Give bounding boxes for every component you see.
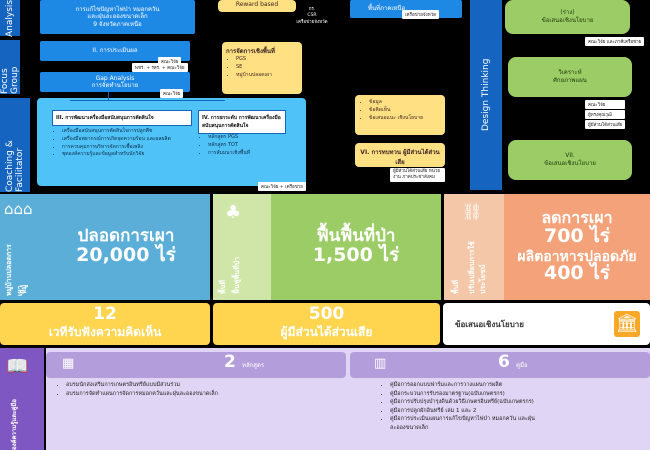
list-item: การสัมมนาเชิงพื้นที่ bbox=[208, 150, 298, 158]
gap-analysis-tag: คณะวิจัย bbox=[160, 89, 184, 98]
stakeholders-card: 500 ผู้มีส่วนได้ส่วนเสีย bbox=[213, 303, 440, 345]
list-item: หลักสูตร PGS bbox=[208, 134, 298, 142]
list-item: อบรมนักส่งเสริมการเกษตรอินทรีย์แบบมีส่วน… bbox=[66, 381, 346, 390]
support-title: III. การพัฒนาเครื่องมือสนับสนุนการตัดสิน… bbox=[52, 110, 192, 126]
village-icon: ⌂⌂⌂ bbox=[4, 200, 33, 218]
safe-value: 400 ไร่ bbox=[543, 262, 611, 285]
list-item: SE bbox=[236, 64, 298, 72]
institution-icon: 🏛 bbox=[614, 311, 640, 337]
no-burn-card: ปลอดการเผา 20,000 ไร่ bbox=[42, 194, 210, 300]
stakeholders-value: 500 bbox=[308, 303, 345, 324]
list-item: คู่มือการปรับปรุงบำรุงดินด้วยวิธีเกษตรอิ… bbox=[390, 398, 648, 407]
tools-title: IV. การยกระดับ การพัฒนาเครื่องมือสนับสนุ… bbox=[198, 110, 286, 134]
review-tag: ผู้มีส่วนได้ส่วนเสีย หน่วยงาน ภาคประชาสั… bbox=[390, 168, 445, 182]
courses-value: 2 bbox=[224, 352, 236, 372]
restore-side-panel: ♣ พื้นที่ ฟื้นฟูพื้นที่ป่า bbox=[213, 194, 271, 300]
list-item: เครื่องมือพยากรณ์การเกิดจุดความร้อน และผ… bbox=[62, 136, 197, 144]
final-policy-box: VII. ข้อเสนอเชิงนโยบาย bbox=[508, 140, 632, 180]
manuals-list: คู่มือการออกแบบฟาร์มและการวางแผนการผลิต … bbox=[380, 381, 648, 432]
list-item: หลักสูตร TOT bbox=[208, 142, 298, 150]
sidebar-coaching: Coaching & Facilitator bbox=[0, 98, 30, 192]
list-item: คู่มือกระบวนการรับรองมาตรฐาน(ฉบับเกษตรกร… bbox=[390, 390, 648, 399]
restore-side-label-2: ฟื้นฟูพื้นที่ป่า bbox=[233, 256, 241, 294]
analysis-potential-box: วิเคราะห์ ศักยภาพแผน bbox=[508, 57, 632, 97]
stakeholders-label: ผู้มีส่วนได้ส่วนเสีย bbox=[280, 325, 373, 340]
list-item: การควบคุมการบริหารจัดการเชื้อเพลิง bbox=[62, 144, 197, 152]
multi-agency-tag: พชร. + รสร. + คณะวิจัย bbox=[132, 63, 188, 72]
connector-line bbox=[108, 92, 109, 100]
no-burn-value: 20,000 ไร่ bbox=[76, 243, 176, 266]
restore-label: ฟื้นฟื้นที่ป่า bbox=[316, 226, 396, 247]
area-management-list: PGS SE หมู่บ้านปลอดเผา bbox=[226, 56, 298, 79]
list-item: ข้อเสนอแนะ เชิงนโยบาย bbox=[369, 115, 441, 123]
forum-label: เวทีรับฟังความคิดเห็น bbox=[48, 325, 162, 340]
courses-list: อบรมนักส่งเสริมการเกษตรอินทรีย์แบบมีส่วน… bbox=[56, 381, 346, 398]
restore-card: ฟื้นฟื้นที่ป่า 1,500 ไร่ bbox=[271, 194, 441, 300]
evaluation-box: II. การประเมินผล bbox=[40, 41, 190, 61]
safe-label: ผลิตอาหารปลอดภัย bbox=[517, 248, 637, 265]
analysis-tags: คณะวิจัย ผู้ทรงคุณวุฒิ ผู้มีส่วนได้ส่วนเ… bbox=[585, 100, 626, 129]
forum-card: 12 เวทีรับฟังความคิดเห็น bbox=[0, 303, 210, 345]
forum-value: 12 bbox=[93, 303, 117, 324]
data-box: ข้อมูล ข้อคิดเห็น ข้อเสนอแนะ เชิงนโยบาย bbox=[355, 95, 445, 135]
list-item: ข้อมูล bbox=[369, 99, 441, 107]
manuals-header: ▥ 6 คู่มือ bbox=[350, 352, 650, 378]
analysis-tag: ผู้ทรงคุณวุฒิ bbox=[585, 110, 626, 119]
village-side-panel: ⌂⌂⌂ หมู่บ้านปลอดการเผา หมู่ bbox=[0, 194, 42, 300]
manuals-value: 6 bbox=[498, 352, 510, 372]
sidebar-focus-group: Focus Group bbox=[0, 40, 20, 94]
csr-box: กร. CSR เครือข่ายจังหวัด bbox=[296, 7, 328, 25]
reward-box: Reward based bbox=[218, 0, 296, 12]
connector-line bbox=[70, 100, 225, 101]
draft-policy-tag: คณะวิจัย และภาคีเครือข่าย bbox=[585, 37, 645, 46]
policy-card: ข้อเสนอเชิงนโยบาย 🏛 bbox=[443, 303, 650, 345]
book-icon: 📖 bbox=[6, 356, 29, 377]
list-item: ข้อคิดเห็น bbox=[369, 107, 441, 115]
list-item: ชุดองค์ความรู้และข้อมูลสำหรับนักวิจัย bbox=[62, 151, 197, 159]
support-list: เครื่องมือสนับสนุนการตัดสินใจการปลูกพืช … bbox=[52, 128, 197, 159]
knowledge-side-label: องค์ความรู้และคู่มือ bbox=[11, 399, 18, 450]
reduce-side-label-2: ปรับเปลี่ยนการใช้ประโยชน์ bbox=[468, 241, 487, 294]
sidebar-analysis: Analysis bbox=[0, 0, 20, 37]
link-icon: ⛓ bbox=[462, 202, 483, 221]
books-icon: ▥ bbox=[374, 356, 387, 371]
gap-analysis-box: Gap Analysis การจัดทำนโยบาย bbox=[40, 72, 190, 92]
reduce-card: ลดการเผา 700 ไร่ ผลิตอาหารปลอดภัย 400 ไร… bbox=[504, 194, 650, 300]
review-box: VI. การทบทวน ผู้มีส่วนได้ส่วนเสีย bbox=[355, 143, 445, 167]
list-item: คู่มือการประเมินแผนการแก้ไขปัญหาไฟป่า หม… bbox=[390, 415, 648, 424]
list-item: คู่มือการออกแบบฟาร์มและการวางแผนการผลิต bbox=[390, 381, 648, 390]
reduce-side-panel: ⛓ พื้นที่ ปรับเปลี่ยนการใช้ประโยชน์ bbox=[444, 194, 504, 300]
courses-header: ▦ 2 หลักสูตร bbox=[46, 352, 346, 378]
tools-list: หลักสูตร PGS หลักสูตร TOT การสัมมนาเชิงพ… bbox=[198, 134, 298, 157]
restore-value: 1,500 ไร่ bbox=[312, 243, 400, 266]
courses-unit: หลักสูตร bbox=[242, 362, 265, 369]
analysis-tag: คณะวิจัย bbox=[585, 100, 626, 109]
problem-box: การแก้ไขปัญหาไฟป่า หมอกควัน และฝุ่นละออง… bbox=[40, 0, 195, 34]
presentation-icon: ▦ bbox=[62, 356, 75, 371]
list-item: อบรมการจัดทำแผนการจัดการหมอกควันและฝุ่นล… bbox=[66, 390, 346, 399]
tools-tag: คณะวิจัย + เครือข่าย bbox=[258, 182, 306, 191]
village-small-label: หมู่ bbox=[20, 284, 28, 294]
sidebar-design-thinking: Design Thinking bbox=[470, 0, 502, 190]
restore-side-label: พื้นที่ bbox=[219, 279, 227, 294]
no-burn-label: ปลอดการเผา bbox=[77, 226, 175, 247]
reduce-label: ลดการเผา bbox=[541, 207, 613, 227]
reduce-value: 700 ไร่ bbox=[543, 224, 611, 247]
evaluation-tag: คณะวิจัย bbox=[158, 57, 182, 66]
knowledge-side-panel: 📖 องค์ความรู้และคู่มือ bbox=[0, 348, 44, 450]
list-item: เครื่องมือสนับสนุนการตัดสินใจการปลูกพืช bbox=[62, 128, 197, 136]
list-item: ละอองขนาดเล็ก bbox=[390, 424, 429, 431]
list-item: PGS bbox=[236, 56, 298, 64]
draft-policy-box: (ร่าง) ข้อเสนอเชิงนโยบาย bbox=[505, 0, 630, 34]
policy-label: ข้อเสนอเชิงนโยบาย bbox=[455, 319, 524, 329]
list-item: คู่มือการปลูกผักอินทรีย์ เล่ม 1 และ 2 bbox=[390, 407, 648, 416]
area-management-box: การจัดการเชิงพื้นที่ PGS SE หมู่บ้านปลอด… bbox=[222, 42, 302, 94]
list-item: หมู่บ้านปลอดเผา bbox=[236, 72, 298, 80]
network-tag: เครือข่ายจังหวัด bbox=[402, 10, 440, 19]
reduce-side-label: พื้นที่ bbox=[452, 279, 460, 294]
manuals-unit: คู่มือ bbox=[516, 362, 528, 369]
analysis-tag: ผู้มีส่วนได้ส่วนเสีย bbox=[585, 120, 626, 129]
tree-icon: ♣ bbox=[225, 202, 242, 223]
